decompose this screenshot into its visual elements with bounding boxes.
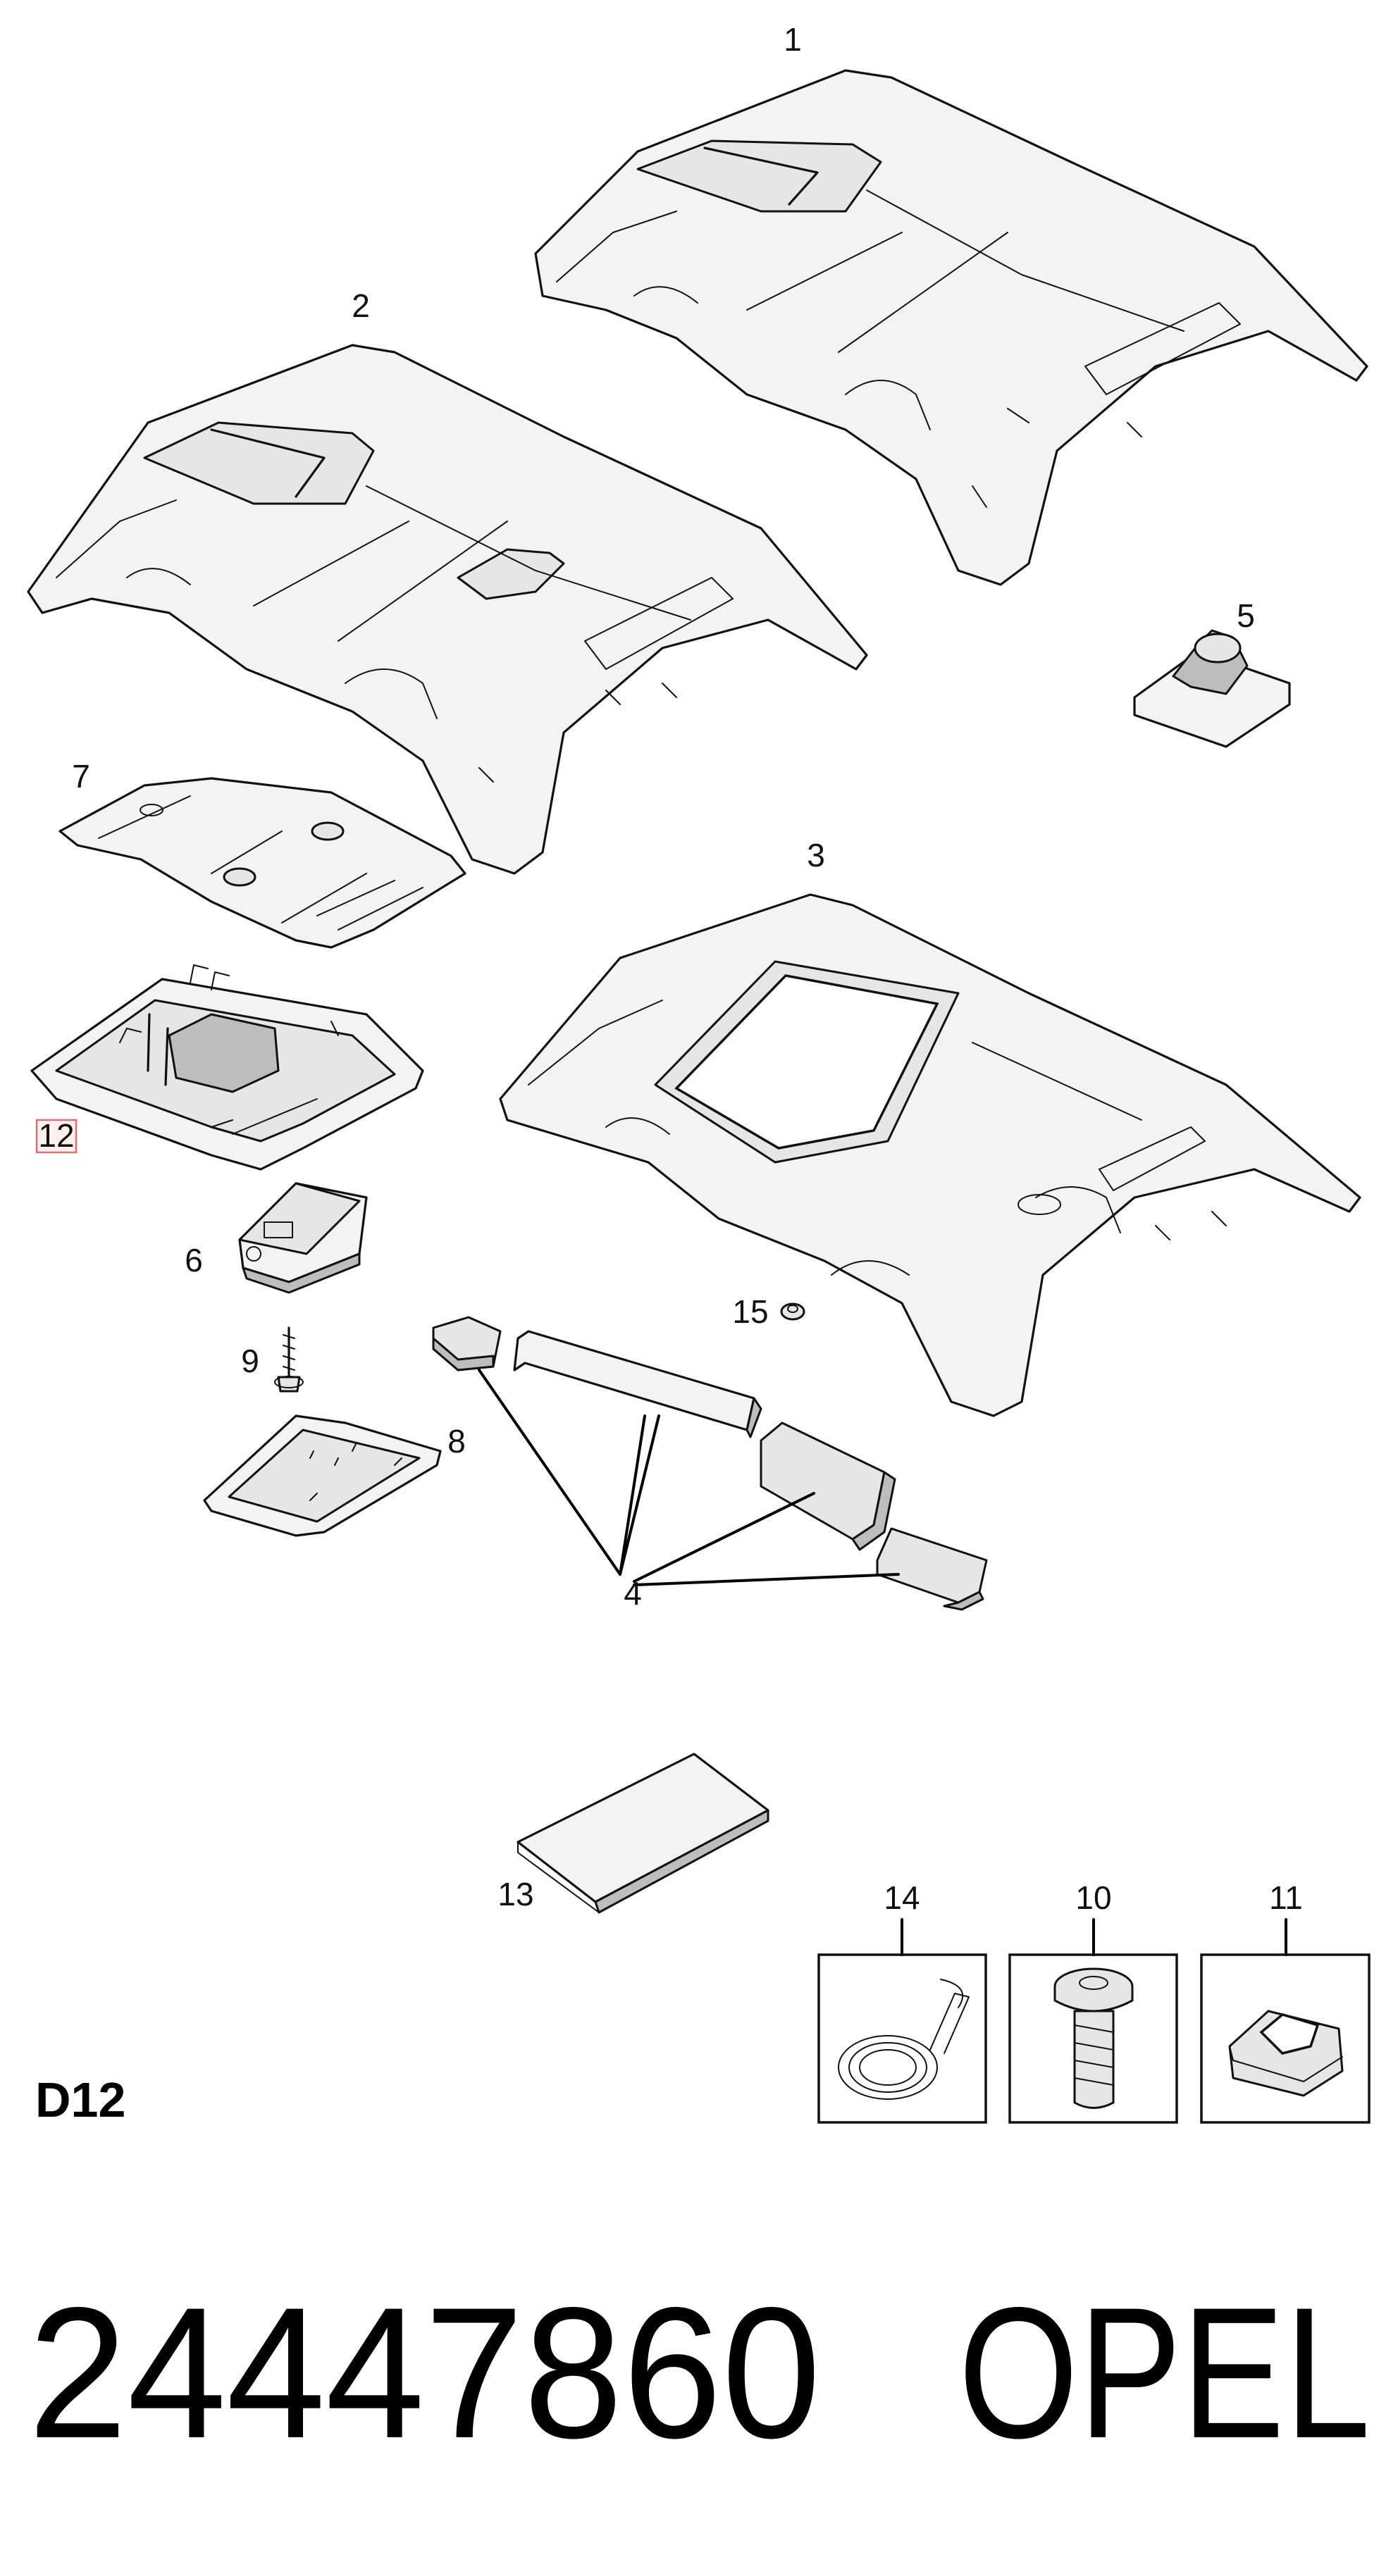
- callout-3: 3: [807, 837, 825, 873]
- foam-pads-4: [432, 1316, 988, 1611]
- headliner-2: [27, 344, 868, 875]
- section-label: D12: [35, 2072, 125, 2127]
- callout-11: 11: [1269, 1879, 1303, 1916]
- screw-9: [274, 1326, 304, 1393]
- callout-14: 14: [884, 1879, 920, 1916]
- callout-9: 9: [241, 1343, 259, 1379]
- callout-12: 12: [38, 1117, 74, 1154]
- leader-4a: [478, 1369, 660, 1576]
- headliner-sunroof-3: [499, 893, 1361, 1417]
- reading-lamp-6: [238, 1182, 368, 1294]
- overhead-console-12: [30, 964, 424, 1171]
- callout-8: 8: [447, 1423, 466, 1460]
- headliner-1: [534, 69, 1368, 586]
- callout-7: 7: [72, 758, 90, 795]
- callout-2: 2: [352, 287, 370, 324]
- callout-12-highlight: [35, 1119, 78, 1154]
- brand-name: OPEL: [958, 2269, 1371, 2477]
- callout-15: 15: [732, 1293, 768, 1330]
- pad-sheet-13: [516, 1753, 769, 1914]
- tape-box-14: [817, 1953, 987, 2124]
- callout-5: 5: [1237, 597, 1255, 634]
- bolt-box-10: [1008, 1953, 1178, 2124]
- callout-6: 6: [185, 1242, 203, 1278]
- nut-15: [780, 1302, 805, 1321]
- clip-box-11: [1200, 1953, 1371, 2124]
- leader-4b: [633, 1492, 900, 1586]
- retainer-clip-5: [1133, 629, 1291, 748]
- callout-13: 13: [497, 1876, 533, 1912]
- callout-4: 4: [624, 1575, 642, 1612]
- cover-plate-8: [203, 1414, 442, 1537]
- console-tray-7: [58, 777, 466, 949]
- part-number: 24447860: [28, 2269, 821, 2477]
- callout-1: 1: [784, 21, 802, 58]
- callout-10: 10: [1075, 1879, 1111, 1916]
